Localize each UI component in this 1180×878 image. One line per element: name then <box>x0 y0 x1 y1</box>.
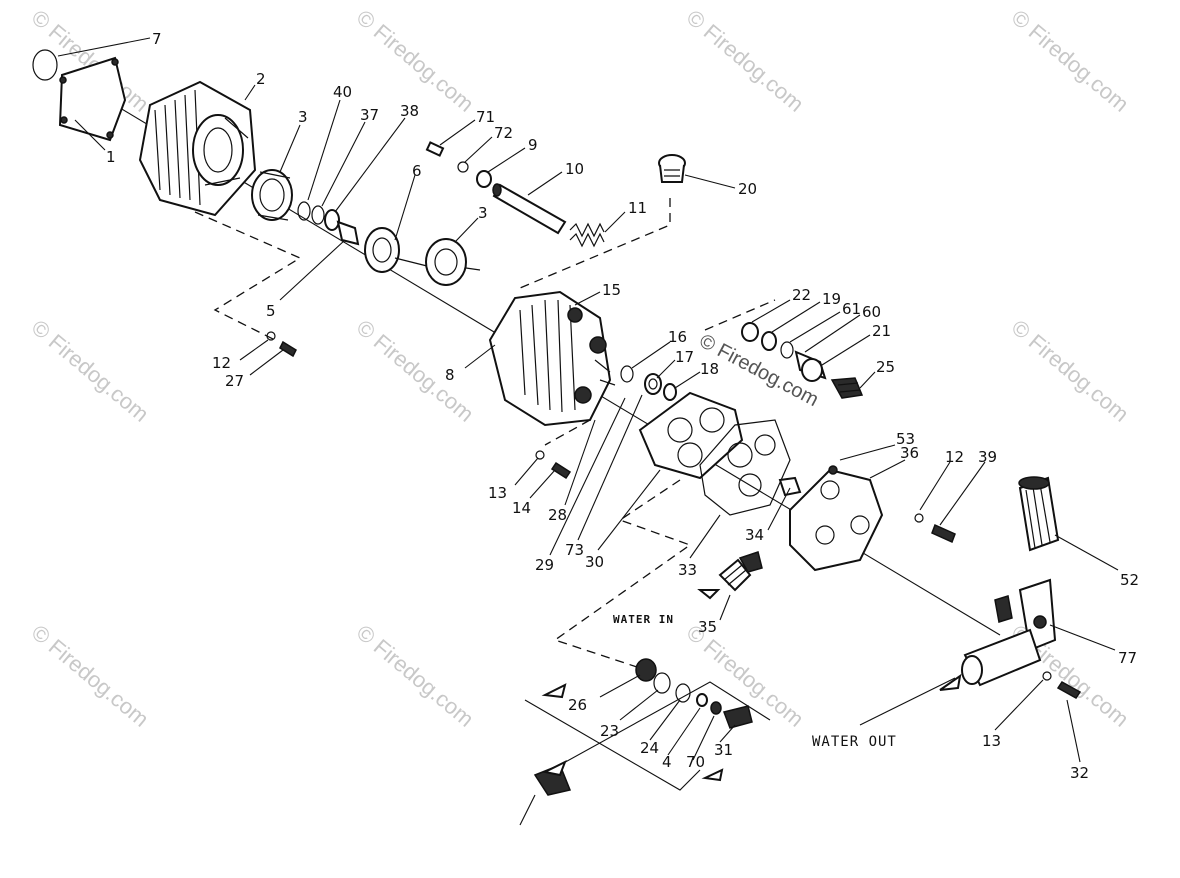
callout-label: 27 <box>225 372 244 390</box>
callout-label: 39 <box>978 448 997 466</box>
part-6-bearing <box>364 227 436 273</box>
watermark-text: © Firedog.com <box>352 315 479 427</box>
part-52-adjustment-cap <box>1018 476 1060 552</box>
callout-label: 72 <box>494 124 513 142</box>
part-11-spring <box>569 222 605 248</box>
callout-label: 10 <box>565 160 584 178</box>
callout-label: 17 <box>675 348 694 366</box>
callout-label: 37 <box>360 106 379 124</box>
part-3-bearing <box>251 169 293 221</box>
callout-label: 35 <box>698 618 717 636</box>
callout-label: 29 <box>535 556 554 574</box>
part-36-manifold <box>778 465 884 572</box>
callout-label: 25 <box>876 358 895 376</box>
callout-label: 1 <box>106 148 116 166</box>
watermark-text: © Firedog.com <box>1007 315 1134 427</box>
callout-label: 38 <box>400 102 419 120</box>
part-35-water-inlet <box>718 551 763 592</box>
watermark-text: © Firedog.com <box>27 315 154 427</box>
callout-label: 28 <box>548 506 567 524</box>
callout-label: 70 <box>686 753 705 771</box>
watermark-text: © Firedog.com <box>352 620 479 732</box>
callout-label: 20 <box>738 180 757 198</box>
part-30-seal-plate <box>638 391 744 480</box>
watermark-text: © Firedog.com <box>27 620 154 732</box>
parts-40-37-38 <box>297 201 360 246</box>
callout-label: 2 <box>256 70 266 88</box>
flow-arrows <box>541 589 962 782</box>
parts-71-72-9 <box>425 141 492 188</box>
callout-label: 31 <box>714 741 733 759</box>
part-7-o-ring <box>32 49 58 81</box>
water-out-label: WATER OUT <box>812 734 897 750</box>
callout-label: 18 <box>700 360 719 378</box>
part-8-pump-housing <box>488 290 616 427</box>
seals-16-17-18 <box>620 365 677 401</box>
callout-label: 3 <box>298 108 308 126</box>
callout-label: 15 <box>602 281 621 299</box>
callout-label: 23 <box>600 722 619 740</box>
valve-stack-22-25 <box>741 322 864 399</box>
callout-label: 53 <box>896 430 915 448</box>
callout-label: 4 <box>662 753 672 771</box>
callout-label: 77 <box>1118 649 1137 667</box>
callout-label: 6 <box>412 162 422 180</box>
bolt-12-39 <box>914 513 956 544</box>
part-77-unloader-valve <box>961 578 1057 687</box>
callout-label: 36 <box>900 444 919 462</box>
callout-label: 40 <box>333 83 352 101</box>
callout-label: 9 <box>528 136 538 154</box>
leader-lines <box>57 37 1119 763</box>
callout-label: 11 <box>628 199 647 217</box>
callout-label: 22 <box>792 286 811 304</box>
watermark-text: © Firedog.com <box>1007 5 1134 117</box>
part-20-oil-plug <box>658 154 686 183</box>
part-10-plunger-rod <box>492 183 567 235</box>
callout-label: 13 <box>488 484 507 502</box>
callout-label: 61 <box>842 300 861 318</box>
part-2-crankcase <box>138 80 257 217</box>
callout-label: 26 <box>568 696 587 714</box>
callout-label: 16 <box>668 328 687 346</box>
callout-label: 13 <box>982 732 1001 750</box>
water-in-label: WATER IN <box>613 613 674 626</box>
callout-label: 73 <box>565 541 584 559</box>
spray-nozzle-tip <box>519 764 572 826</box>
callout-label: 71 <box>476 108 495 126</box>
callout-label: 19 <box>822 290 841 308</box>
callout-label: 7 <box>152 30 162 48</box>
watermark-text: © Firedog.com <box>352 5 479 117</box>
callout-label: 32 <box>1070 764 1089 782</box>
callout-label: 8 <box>445 366 455 384</box>
callout-label: 33 <box>678 561 697 579</box>
callout-labels: 7 2 1 3 40 37 38 71 72 9 10 20 11 6 3 5 … <box>106 30 1139 782</box>
callout-label: 52 <box>1120 571 1139 589</box>
callout-label: 24 <box>640 739 659 757</box>
callout-label: 21 <box>872 322 891 340</box>
part-3-bearing-right <box>425 238 481 286</box>
callout-label: 30 <box>585 553 604 571</box>
bolt-12-27 <box>266 331 297 358</box>
callout-label: 14 <box>512 499 531 517</box>
part-1-cover-plate <box>58 56 127 142</box>
callout-label: 60 <box>862 303 881 321</box>
callout-label: 12 <box>945 448 964 466</box>
nozzle-parts-26-31 <box>635 658 753 729</box>
callout-label: 12 <box>212 354 231 372</box>
callout-label: 5 <box>266 302 276 320</box>
watermark-text: © Firedog.com <box>682 5 809 117</box>
callout-label: 34 <box>745 526 764 544</box>
bolt-13-32 <box>1042 671 1082 699</box>
bolt-13-14 <box>535 450 572 480</box>
callout-label: 3 <box>478 204 488 222</box>
